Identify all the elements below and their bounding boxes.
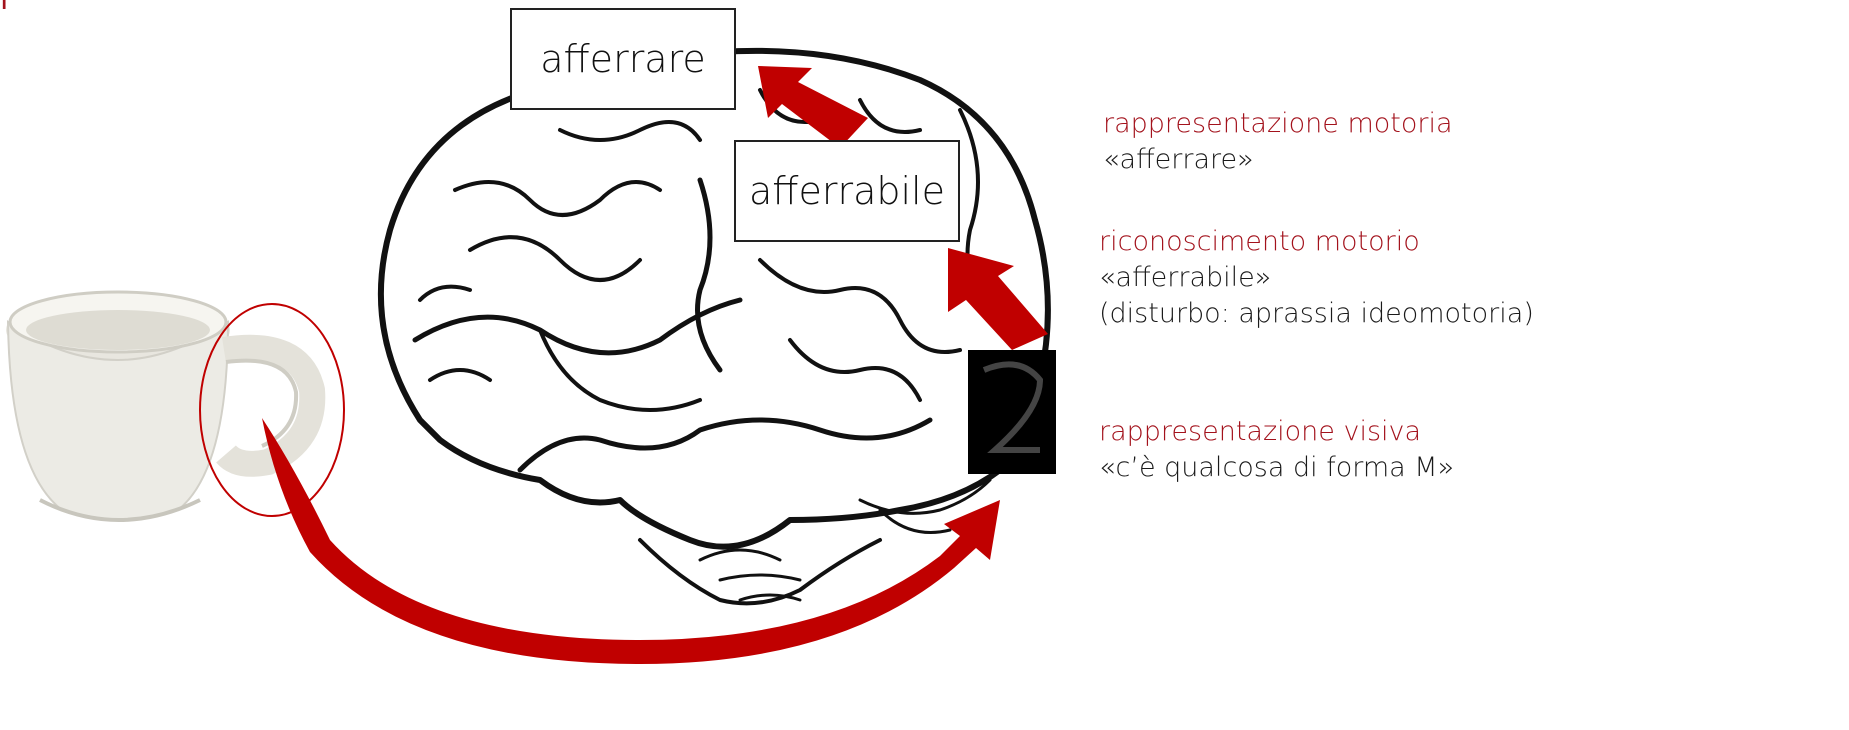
note-recognition-text: «afferrabile» (1099, 260, 1534, 296)
note-motor-text: «afferrare» (1103, 142, 1453, 178)
note-recognition-heading: riconoscimento motorio (1099, 224, 1534, 260)
cropped-top-text: ı (0, 0, 120, 22)
label-afferrabile-text: afferrabile (749, 169, 945, 213)
label-afferrare-text: afferrare (540, 37, 706, 81)
note-visual-representation: rappresentazione visiva «c’è qualcosa di… (1099, 414, 1454, 486)
note-recognition-detail: (disturbo: aprassia ideomotoria) (1099, 296, 1534, 332)
note-visual-text: «c’è qualcosa di forma M» (1099, 450, 1454, 486)
occipital-marker-icon (968, 350, 1056, 474)
label-box-afferrare: afferrare (510, 8, 736, 110)
note-motor-heading: rappresentazione motoria (1103, 106, 1453, 142)
note-motor-recognition: riconoscimento motorio «afferrabile» (di… (1099, 224, 1534, 332)
note-motor-representation: rappresentazione motoria «afferrare» (1103, 106, 1453, 178)
note-visual-heading: rappresentazione visiva (1099, 414, 1454, 450)
label-box-afferrabile: afferrabile (734, 140, 960, 242)
espresso-cup-icon (6, 292, 312, 520)
brain-icon (381, 51, 1048, 604)
